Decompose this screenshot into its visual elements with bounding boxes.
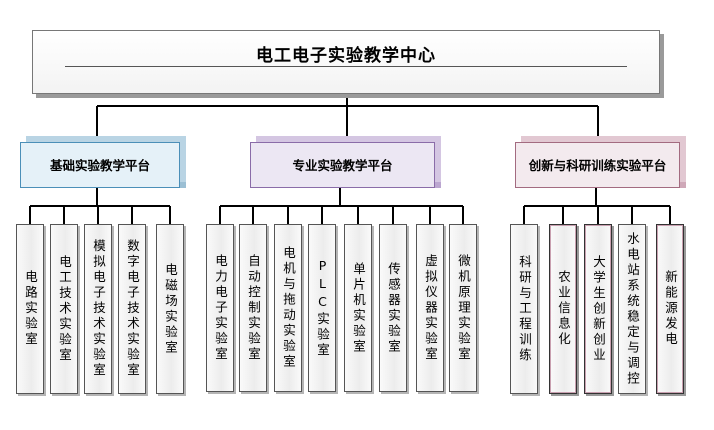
platform-label: 基础实验教学平台	[49, 157, 150, 173]
lab-node: 电工技术实验室	[50, 224, 78, 394]
root-node: 电工电子实验教学中心	[32, 30, 660, 94]
lab-node: 数字电子技术实验室	[118, 224, 146, 394]
platform-basic: 基础实验教学平台	[20, 142, 180, 188]
lab-node: 电磁场实验室	[156, 224, 184, 394]
lab-node: 自动控制实验室	[239, 224, 267, 392]
lab-node: 科研与工程训练	[510, 224, 538, 394]
lab-node: 电机与拖动实验室	[274, 224, 302, 392]
platform-innovation: 创新与科研训练实验平台	[515, 142, 680, 188]
lab-node: 农业信息化	[549, 224, 577, 394]
lab-node: 水电站系统稳定与调控	[618, 224, 646, 394]
lab-node: 大学生创新创业	[584, 224, 612, 394]
platform-label: 专业实验教学平台	[292, 157, 393, 173]
lab-node: 模拟电子技术实验室	[84, 224, 112, 394]
lab-node: 微机原理实验室	[449, 224, 477, 392]
lab-node: PLC实验室	[308, 224, 336, 392]
lab-node: 传感器实验室	[379, 224, 407, 392]
lab-node: 单片机实验室	[344, 224, 372, 392]
lab-node: 电路实验室	[16, 224, 44, 394]
title-underline	[65, 66, 627, 67]
lab-node: 电力电子实验室	[206, 224, 234, 392]
platform-label: 创新与科研训练实验平台	[528, 157, 667, 173]
lab-node: 虚拟仪器实验室	[416, 224, 444, 392]
lab-node: 新能源发电	[656, 224, 684, 394]
root-title: 电工电子实验教学中心	[256, 46, 436, 66]
platform-professional: 专业实验教学平台	[250, 142, 435, 188]
